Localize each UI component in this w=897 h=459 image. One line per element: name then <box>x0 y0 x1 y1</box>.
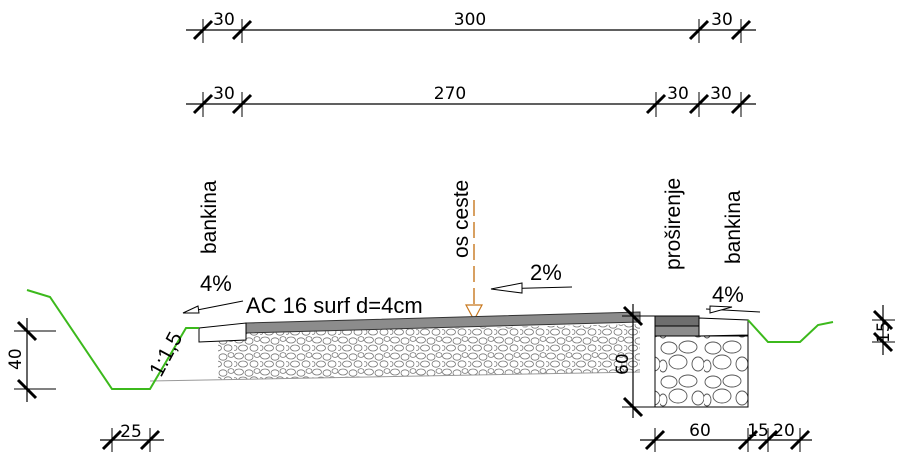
subgrade-line <box>149 371 641 382</box>
dim-value: 30 <box>667 84 689 104</box>
slope-right-arrow-icon <box>709 305 733 314</box>
widening-label: proširenje <box>662 178 685 270</box>
dim-value: 20 <box>773 421 795 441</box>
left-height-dimension: 40 <box>6 318 56 402</box>
second-dimension-row: 30 270 30 30 <box>186 84 756 117</box>
dim-tick <box>622 396 644 418</box>
slope-right-value: 4% <box>712 282 744 307</box>
gravel-base-layer <box>218 324 640 380</box>
slope-center-value: 2% <box>530 260 562 285</box>
terrain-right <box>747 319 834 343</box>
dim-tick <box>16 320 38 342</box>
dim-tick <box>192 93 214 115</box>
dim-tick <box>789 429 811 451</box>
dim-value: 30 <box>213 84 235 104</box>
dim-tick <box>16 378 38 400</box>
slope-ratio-label: 1:1,5 <box>145 328 187 380</box>
widening-asphalt-top <box>654 315 700 327</box>
dim-value: 25 <box>120 422 142 442</box>
bottom-right-dimension: 60 15 20 <box>640 421 812 452</box>
shoulder-left-label: bankina <box>198 180 221 254</box>
dim-value: 60 <box>613 353 633 375</box>
widening-stone-base <box>654 335 749 408</box>
dim-tick <box>231 19 253 41</box>
road-axis-label: os ceste <box>450 180 473 258</box>
dim-value: 15 <box>874 321 894 343</box>
dim-tick <box>101 429 123 451</box>
dim-tick <box>622 305 644 327</box>
dim-tick <box>872 331 894 353</box>
terrain-left <box>26 289 199 390</box>
dim-value: 30 <box>213 10 235 30</box>
axis-arrow-icon <box>465 304 483 322</box>
surface-layer-label: AC 16 surf d=4cm <box>246 293 423 318</box>
dim-tick <box>872 309 894 331</box>
dim-value: 30 <box>711 10 733 30</box>
dim-tick <box>737 429 759 451</box>
left-shoulder-block <box>198 322 247 343</box>
dim-value: 60 <box>689 421 711 441</box>
dim-tick <box>192 19 214 41</box>
dim-tick <box>730 93 752 115</box>
dim-value: 30 <box>710 84 732 104</box>
shoulder-right-label: bankina <box>722 190 745 264</box>
right-shoulder-block <box>698 317 749 337</box>
dim-value: 270 <box>434 84 466 104</box>
right-height-dimension: 15 <box>872 305 895 355</box>
bottom-left-dimension: 25 <box>100 422 164 452</box>
dim-value: 300 <box>454 10 486 30</box>
dim-tick <box>644 429 666 451</box>
dim-tick <box>139 429 161 451</box>
layer-depth-dimension: 60 <box>613 304 655 418</box>
dim-value: 40 <box>6 348 26 370</box>
dim-tick <box>688 19 710 41</box>
top-dimension-row: 30 300 30 <box>186 10 756 43</box>
dim-tick <box>730 19 752 41</box>
dim-tick <box>231 93 253 115</box>
slope-center-arrow-icon <box>490 282 523 294</box>
dim-value: 15 <box>747 421 769 441</box>
slope-left-arrow-icon <box>182 305 200 314</box>
widening-asphalt-bottom <box>654 325 700 337</box>
dim-tick <box>645 93 667 115</box>
slope-left-value: 4% <box>200 271 232 296</box>
dim-tick <box>688 93 710 115</box>
dim-tick <box>757 429 779 451</box>
